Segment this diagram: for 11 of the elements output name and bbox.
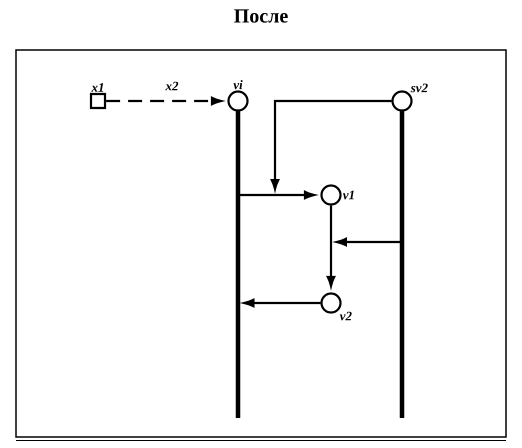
title: После <box>234 9 288 23</box>
circle-node: sv2 <box>391 84 428 112</box>
node-label: v2 <box>340 312 352 320</box>
circle-node: v2 <box>320 292 352 320</box>
node-label: v1 <box>342 190 354 200</box>
arrow <box>243 298 320 308</box>
circle-node: v1 <box>320 184 354 206</box>
edge-label: x2 <box>164 80 180 92</box>
circle-node: vi <box>227 80 249 112</box>
node-label: x1 <box>91 83 104 92</box>
square-node: x1 <box>90 83 106 110</box>
